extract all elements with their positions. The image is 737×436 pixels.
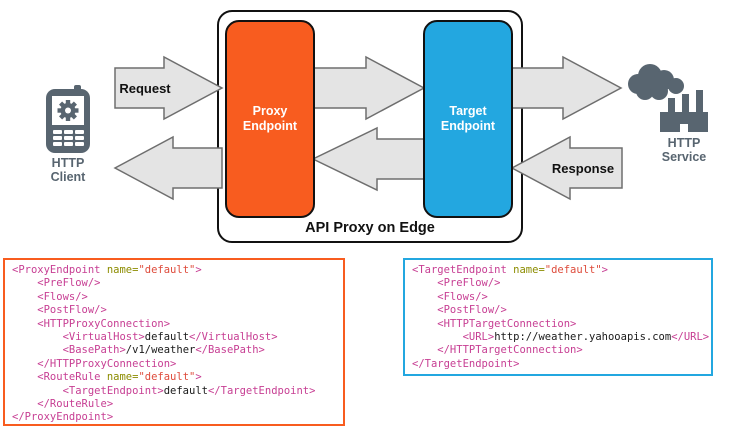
response-arrow-target-to-proxy: [311, 126, 425, 192]
code-line: </HTTPProxyConnection>: [12, 357, 177, 370]
api-proxy-on-edge-label: API Proxy on Edge: [305, 220, 435, 236]
proxy-endpoint-xml-code-block: <ProxyEndpoint name="default"> <PreFlow/…: [3, 258, 345, 426]
gear-icon: [57, 100, 79, 121]
code-line: <VirtualHost>default</VirtualHost>: [12, 331, 278, 344]
http-client-phone-icon: [46, 85, 90, 153]
code-line: <URL>http://weather.yahooapis.com</URL>: [412, 331, 710, 344]
code-line: <PreFlow/>: [412, 277, 501, 290]
code-line: <BasePath>/v1/weather</BasePath>: [12, 344, 265, 357]
code-line: </RouteRule>: [12, 398, 114, 411]
code-line: <PreFlow/>: [12, 277, 101, 290]
code-line: <TargetEndpoint>default</TargetEndpoint>: [12, 384, 316, 397]
target-endpoint-xml-code-block: <TargetEndpoint name="default"> <PreFlow…: [403, 258, 713, 376]
code-line: </TargetEndpoint>: [412, 357, 520, 370]
code-line: </ProxyEndpoint>: [12, 411, 114, 424]
response-arrow-service-to-target: [510, 135, 623, 201]
code-line: <ProxyEndpoint name="default">: [12, 264, 202, 276]
response-arrow-proxy-to-client: [113, 135, 223, 201]
code-line: <HTTPTargetConnection>: [412, 317, 577, 330]
code-line: <HTTPProxyConnection>: [12, 317, 171, 330]
code-line: <PostFlow/>: [412, 304, 507, 317]
code-line: <RouteRule name="default">: [12, 371, 202, 384]
flow-arrows: [113, 55, 623, 201]
code-line: <Flows/>: [12, 290, 88, 303]
code-line: <PostFlow/>: [12, 304, 107, 317]
request-arrow-proxy-to-target: [311, 55, 426, 121]
code-line: <Flows/>: [412, 290, 488, 303]
response-label: Response: [551, 161, 615, 176]
code-line: <TargetEndpoint name="default">: [412, 264, 608, 276]
code-line: </HTTPTargetConnection>: [412, 344, 583, 357]
http-service-factory-icon: [628, 64, 708, 132]
request-arrow-client-to-proxy: [114, 55, 224, 121]
smoke-cloud-icon: [628, 64, 684, 100]
request-label: Request: [119, 81, 171, 96]
request-arrow-target-to-service: [510, 55, 623, 121]
